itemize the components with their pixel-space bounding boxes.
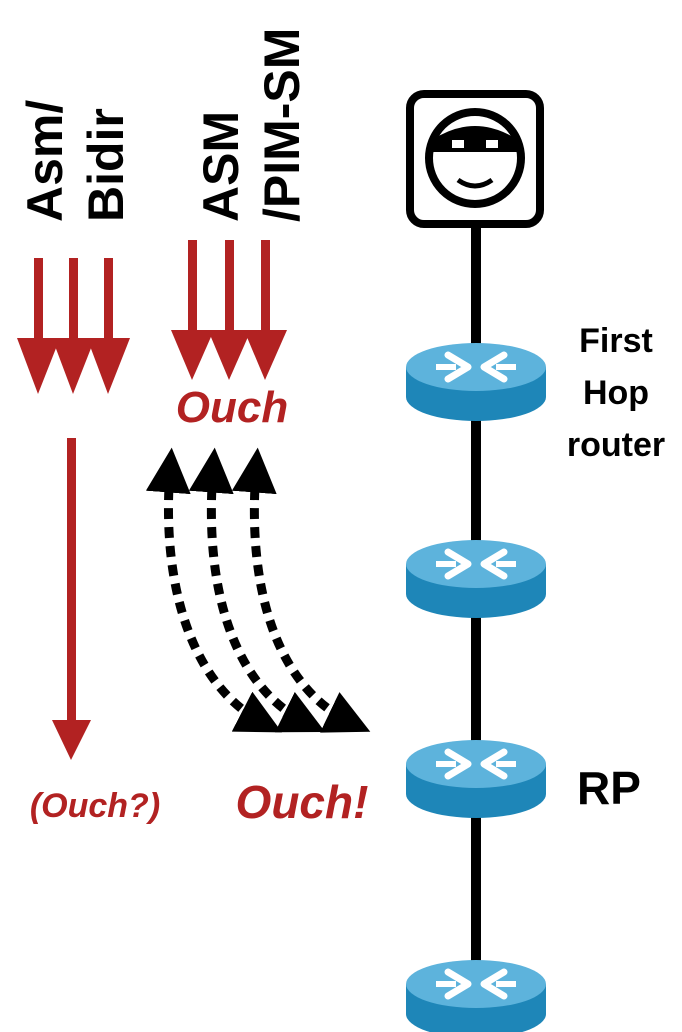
ouch-rp: Ouch! [236,776,369,828]
red-triple-arrow-middle [171,240,287,380]
label-asm-line1: Asm/ [17,100,73,222]
red-long-arrow [52,438,91,760]
label-asm2-line1: ASM [193,111,249,222]
label-pimsm-line2: /PIM-SM [254,28,310,222]
rp-label: RP [577,762,641,814]
router-icon-rp [406,740,546,818]
ouch-bidir: (Ouch?) [30,787,160,825]
router-icon-bottom [406,960,546,1032]
router-icon-first-hop [406,343,546,421]
first-hop-label-line2: Hop [583,374,649,412]
dotted-arrows [145,447,371,733]
label-bidir-line2: Bidir [78,108,134,222]
first-hop-label-line3: router [567,426,665,464]
router-icon-middle [406,540,546,618]
ouch-first-hop: Ouch [176,383,288,432]
first-hop-label-line1: First [579,322,653,360]
smiley-host-icon [406,90,544,228]
red-triple-arrow-left [17,258,130,394]
